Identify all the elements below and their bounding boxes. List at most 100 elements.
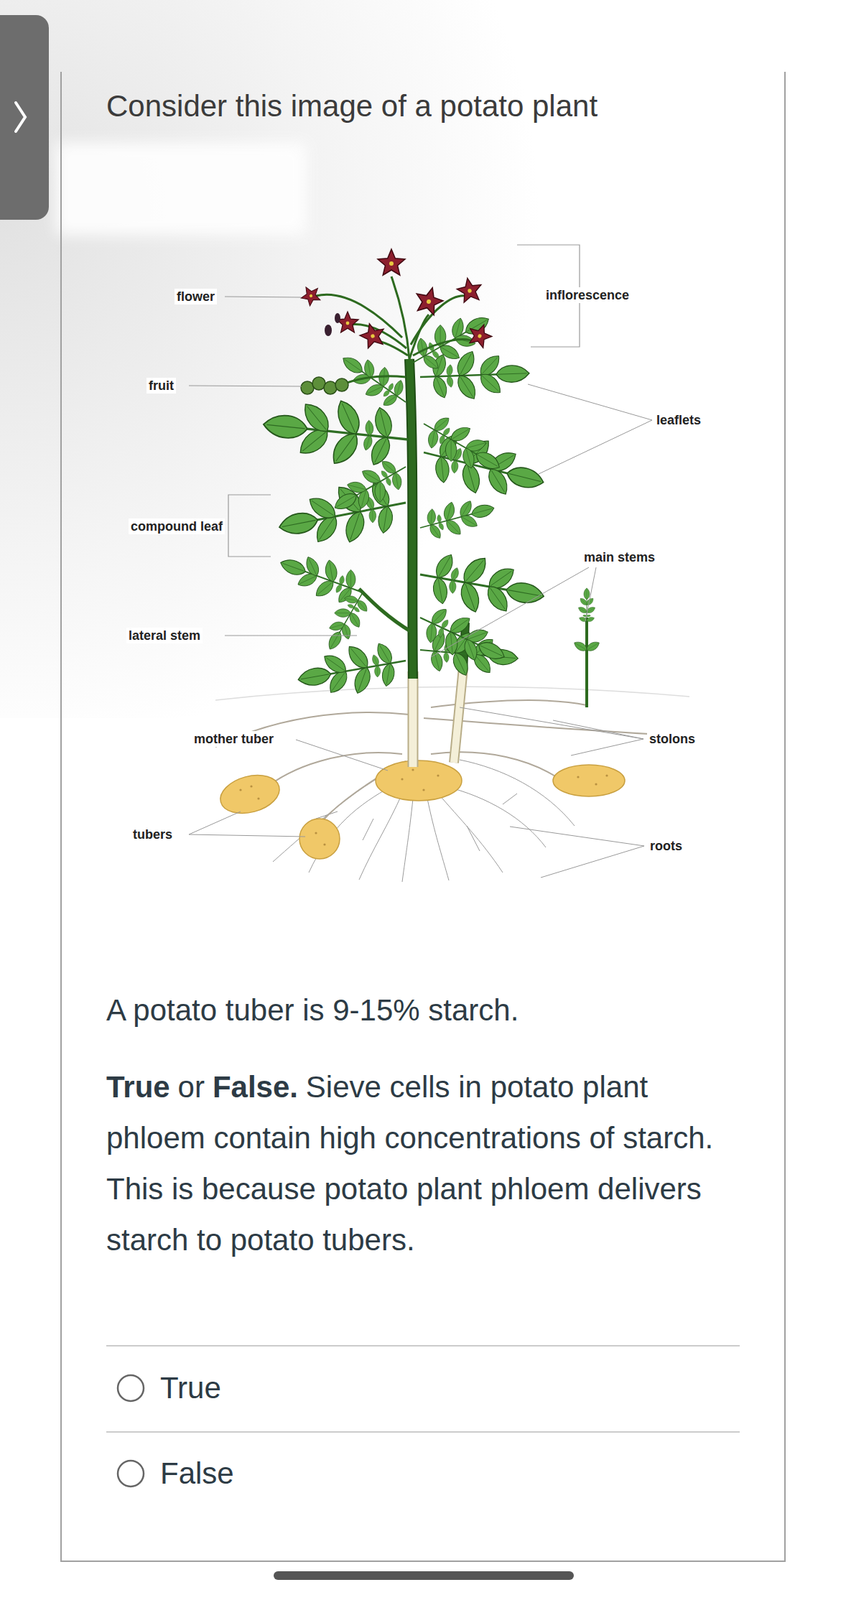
leader-lines bbox=[188, 296, 653, 878]
roots-drawing bbox=[438, 793, 503, 873]
flowers-drawing bbox=[412, 284, 446, 317]
roots-drawing bbox=[402, 798, 413, 882]
flowers-drawing bbox=[324, 324, 332, 337]
roots-drawing bbox=[427, 798, 449, 881]
leader-lines bbox=[585, 567, 597, 622]
leader-lines bbox=[188, 811, 241, 835]
answer-options bbox=[106, 1431, 740, 1433]
card-border bbox=[61, 71, 785, 1562]
tubers-drawing bbox=[400, 777, 403, 780]
blur-patch bbox=[56, 142, 306, 235]
tubers-drawing bbox=[552, 764, 625, 797]
flowers-drawing bbox=[455, 275, 484, 304]
leader-lines bbox=[538, 420, 653, 474]
page-title: Consider this image of a potato plant bbox=[106, 86, 598, 127]
stems-drawing bbox=[359, 359, 587, 768]
leaves-drawing bbox=[412, 405, 510, 487]
flowers-drawing bbox=[334, 313, 341, 324]
leader-lines bbox=[570, 738, 644, 756]
part-label: stolons bbox=[647, 731, 698, 747]
tubers-drawing bbox=[239, 768, 608, 846]
leaves-drawing bbox=[584, 639, 601, 654]
statement-text: A potato tuber is 9-15% starch. bbox=[106, 990, 519, 1031]
part-label: flower bbox=[174, 288, 217, 305]
flowers-drawing bbox=[357, 320, 388, 350]
home-bar bbox=[273, 1571, 574, 1580]
question-text: or bbox=[178, 1070, 205, 1104]
leader-lines bbox=[527, 384, 653, 421]
tubers-drawing bbox=[605, 774, 608, 777]
tubers-drawing bbox=[576, 775, 579, 778]
part-label: lateral stem bbox=[126, 627, 203, 644]
fruit-drawing bbox=[335, 378, 349, 392]
radio-button bbox=[117, 1460, 144, 1487]
part-label: roots bbox=[647, 838, 685, 854]
potato-plant bbox=[215, 249, 690, 882]
soil-line bbox=[215, 686, 690, 701]
part-label: main stems bbox=[581, 549, 658, 566]
tubers-drawing bbox=[314, 831, 317, 834]
leaves-drawing bbox=[402, 300, 500, 382]
tubers-drawing bbox=[422, 788, 425, 791]
option-label: True bbox=[160, 1368, 222, 1409]
flower-stalks bbox=[315, 294, 403, 338]
answer-options bbox=[106, 1345, 740, 1347]
question-paragraph: TrueorFalse.Sieve cells in potato plant … bbox=[106, 1061, 753, 1266]
stems-drawing bbox=[453, 667, 464, 763]
roots-drawing bbox=[466, 825, 480, 852]
side-tab bbox=[15, 102, 26, 132]
roots-drawing bbox=[459, 759, 575, 826]
leader-lines bbox=[552, 720, 644, 739]
roots-drawing bbox=[362, 818, 374, 841]
leader-lines bbox=[295, 739, 388, 771]
flower-stalks bbox=[341, 376, 406, 385]
tubers-drawing bbox=[411, 768, 414, 771]
leader-lines bbox=[224, 635, 357, 637]
roots-drawing bbox=[359, 793, 403, 880]
stems-drawing bbox=[453, 667, 464, 763]
roots-drawing bbox=[315, 811, 338, 819]
fruit-drawing bbox=[323, 381, 337, 395]
leaves-drawing bbox=[572, 639, 589, 654]
tubers-drawing bbox=[594, 782, 597, 785]
tubers-drawing bbox=[257, 797, 260, 800]
leaves-drawing bbox=[577, 588, 597, 627]
flower-stalks bbox=[315, 276, 474, 385]
roots-drawing bbox=[272, 759, 575, 882]
leaves-drawing bbox=[415, 489, 499, 547]
leader-lines bbox=[509, 826, 645, 846]
stems-drawing bbox=[407, 671, 419, 768]
leaves-drawing bbox=[315, 584, 378, 658]
leaves-drawing bbox=[272, 471, 412, 559]
side-tab bbox=[0, 15, 49, 220]
flowers-drawing bbox=[465, 321, 495, 350]
stolons-drawing bbox=[430, 700, 587, 708]
tubers-drawing bbox=[436, 774, 439, 777]
leaves-drawing bbox=[410, 596, 514, 678]
tubers-drawing bbox=[216, 760, 625, 859]
stems-drawing bbox=[409, 671, 418, 768]
brackets bbox=[228, 494, 271, 557]
part-label: inflorescence bbox=[543, 287, 632, 304]
screen-shade bbox=[0, 0, 846, 719]
leaves-drawing bbox=[259, 300, 602, 706]
brackets bbox=[228, 244, 580, 557]
question-bold: True bbox=[106, 1070, 171, 1104]
tubers-drawing bbox=[239, 788, 242, 791]
part-label: fruit bbox=[146, 377, 176, 394]
part-label: leaflets bbox=[654, 412, 704, 429]
tubers-drawing bbox=[323, 843, 326, 846]
leader-lines bbox=[188, 834, 306, 837]
tubers-drawing bbox=[375, 760, 462, 801]
question-bold: False. bbox=[212, 1070, 299, 1104]
tubers-drawing bbox=[249, 784, 253, 788]
leaves-drawing bbox=[324, 449, 416, 526]
leader-lines bbox=[430, 567, 589, 658]
flower-stalks bbox=[412, 339, 474, 356]
leader-lines bbox=[188, 385, 302, 387]
fruit-drawing bbox=[300, 377, 349, 395]
flowers-drawing bbox=[377, 249, 406, 276]
stems-drawing bbox=[585, 617, 589, 708]
